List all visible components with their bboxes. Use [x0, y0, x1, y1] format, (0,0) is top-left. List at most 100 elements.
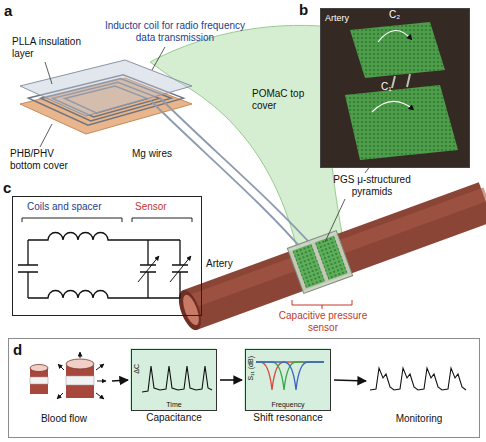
resonance-dip — [256, 362, 324, 390]
flow-arrow — [220, 379, 242, 381]
group-bracket — [132, 218, 192, 222]
sensor-photo — [345, 85, 458, 160]
flow-arrow — [334, 380, 366, 381]
variable-arrow — [170, 256, 191, 282]
panel-letter: b — [299, 1, 308, 18]
capacitance-trace — [142, 366, 212, 392]
expansion-arrow — [96, 393, 104, 399]
part-label: PLLA insulation layer — [12, 36, 96, 59]
axis-label: Frequency — [246, 401, 330, 409]
field-arc — [378, 30, 412, 42]
leader-line — [152, 47, 165, 70]
resonance-dip — [256, 362, 324, 390]
plot-panel — [130, 348, 330, 410]
vessel-icon — [66, 359, 94, 369]
flow-arrow — [112, 380, 128, 381]
pulse-waveform — [370, 368, 466, 390]
pressure-sensor — [287, 231, 352, 294]
expansion-arrow — [57, 393, 63, 399]
plot-panel — [130, 348, 216, 410]
pressure-sensor — [287, 231, 352, 294]
artery-tube — [180, 293, 202, 327]
capacitor-name: C₁ — [381, 81, 392, 93]
vessel-icon — [30, 377, 48, 384]
circuit-wire — [18, 233, 188, 299]
mg-wires — [150, 98, 318, 256]
vessel-icon — [66, 376, 94, 385]
circuit-panel: cCoils and spacerSensor — [12, 196, 202, 316]
part-label: POMaC top cover — [252, 88, 314, 111]
mg-wires — [150, 100, 308, 256]
part-label: Artery — [206, 258, 233, 270]
step-box: Monitoring — [369, 351, 469, 411]
sensor-photo — [350, 22, 445, 78]
group-label: Coils and spacer — [27, 201, 101, 213]
sensor-photo — [392, 74, 410, 88]
sensor-bracket — [292, 300, 352, 309]
resonance-dip — [256, 362, 324, 390]
expansion-arrow — [58, 364, 64, 370]
axis-label: Time — [132, 401, 216, 409]
artery-tube — [190, 194, 486, 302]
circuit-wire — [18, 240, 38, 298]
artery-tube — [190, 202, 486, 310]
artery-tube — [174, 287, 205, 333]
expansion-arrow — [57, 352, 106, 399]
step-box: S₁₁ (dB)FrequencyShift resonance — [245, 349, 331, 411]
sensor-bracket — [322, 305, 323, 309]
step-box: Blood flow — [19, 351, 109, 411]
pomac-ribbon — [150, 25, 345, 262]
pulse-waveform — [370, 368, 466, 390]
group-bracket — [22, 218, 192, 222]
step-caption: Monitoring — [369, 413, 469, 425]
field-arc — [372, 30, 414, 112]
pressure-sensor — [315, 236, 347, 280]
vessel-icon — [30, 359, 94, 398]
workflow-panel: dBlood flowΔCTimeCapacitanceS₁₁ (dB)Freq… — [8, 338, 480, 438]
mg-wires — [160, 98, 318, 252]
panel-letter: a — [4, 2, 12, 19]
resonance-dip — [256, 362, 324, 390]
axis-label: S₁₁ (dB) — [247, 356, 255, 381]
sensor-photo — [320, 8, 470, 168]
sensor-photo — [345, 85, 458, 160]
variable-arrow — [138, 256, 191, 282]
leader-line — [40, 124, 52, 147]
capacitor-name: C₂ — [389, 9, 400, 21]
part-label: Artery — [325, 13, 349, 23]
part-label: Inductor coil for radio frequency data t… — [100, 20, 250, 43]
artery-tube — [174, 194, 486, 333]
field-arc — [372, 101, 414, 112]
part-label: Capacitive pressure sensor — [268, 310, 378, 333]
sensor-photo — [320, 8, 470, 168]
part-label: PGS μ-structured pyramids — [322, 174, 422, 197]
plla-layer — [20, 60, 192, 116]
circuit-wire — [28, 233, 180, 241]
panel-letter: c — [3, 179, 11, 196]
inset-photo: bArteryC₂C₁ — [320, 8, 470, 168]
group-bracket — [22, 218, 122, 222]
plot-panel — [244, 348, 330, 410]
sensor-photo — [350, 22, 445, 78]
part-label: Mg wires — [132, 148, 172, 160]
part-label: PHB/PHV bottom cover — [10, 148, 84, 171]
expansion-arrow — [80, 352, 81, 358]
expansion-arrow — [96, 364, 104, 370]
pomac-ribbon — [150, 25, 345, 262]
expansion-arrow — [97, 381, 106, 382]
sensor-bracket — [292, 300, 352, 305]
panel-letter: d — [13, 341, 22, 358]
leader-line — [325, 199, 345, 242]
step-caption: Shift resonance — [246, 412, 330, 424]
sensor-photo — [320, 8, 470, 168]
variable-arrow — [138, 256, 159, 282]
group-label: Sensor — [135, 201, 167, 213]
step-caption: Capacitance — [132, 412, 216, 424]
leader-line — [45, 62, 52, 84]
step-caption: Blood flow — [19, 413, 109, 425]
axis-label: ΔC — [133, 364, 141, 374]
